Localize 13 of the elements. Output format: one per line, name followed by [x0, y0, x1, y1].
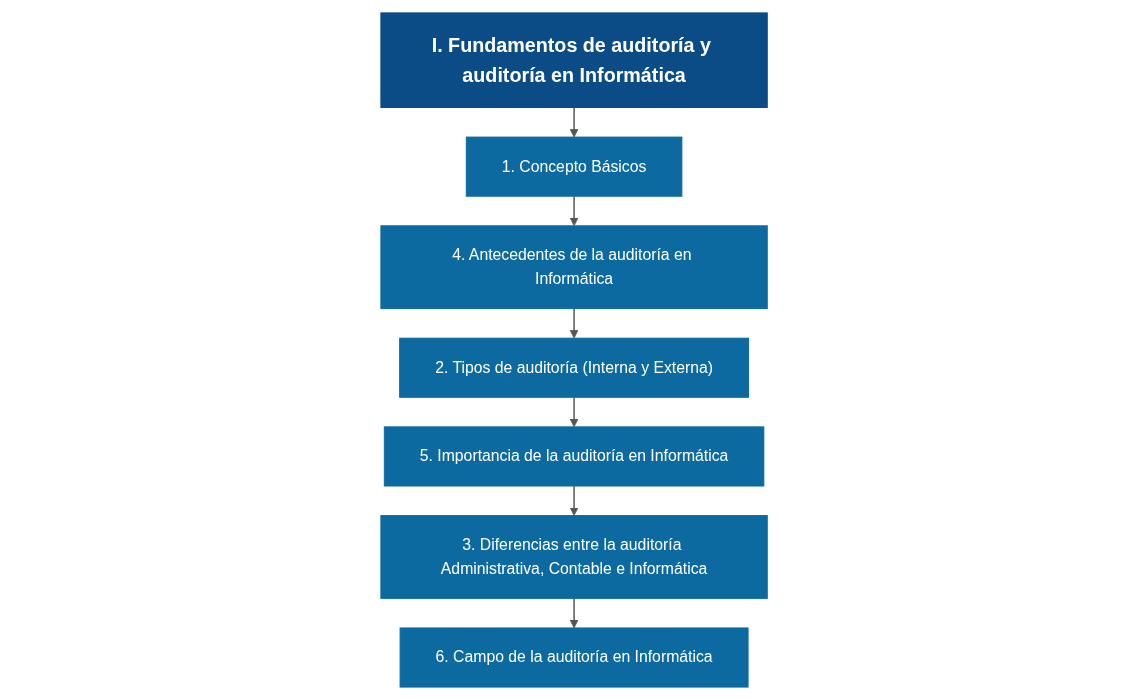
node-box: 5. Importancia de la auditoría en Informática	[383, 426, 765, 487]
node-box: 4. Antecedentes de la auditoría en Informática	[380, 225, 768, 310]
arrow	[569, 307, 579, 339]
arrow	[569, 195, 579, 227]
arrow	[569, 485, 579, 516]
arrow	[569, 597, 579, 629]
arrow	[569, 396, 579, 428]
node-box: I. Fundamentos de auditoría y auditoría en Informática	[380, 12, 768, 109]
node-box: 2. Tipos de auditoría (Interna y Externa)	[399, 337, 749, 398]
node-box: 6. Campo de la auditoría en Informática	[399, 627, 749, 688]
node-box: 3. Diferencias entre la auditoría Administrativa, Contable e Informática	[380, 515, 768, 599]
node-box: 1. Concepto Básicos	[465, 136, 683, 197]
arrow	[569, 106, 579, 138]
